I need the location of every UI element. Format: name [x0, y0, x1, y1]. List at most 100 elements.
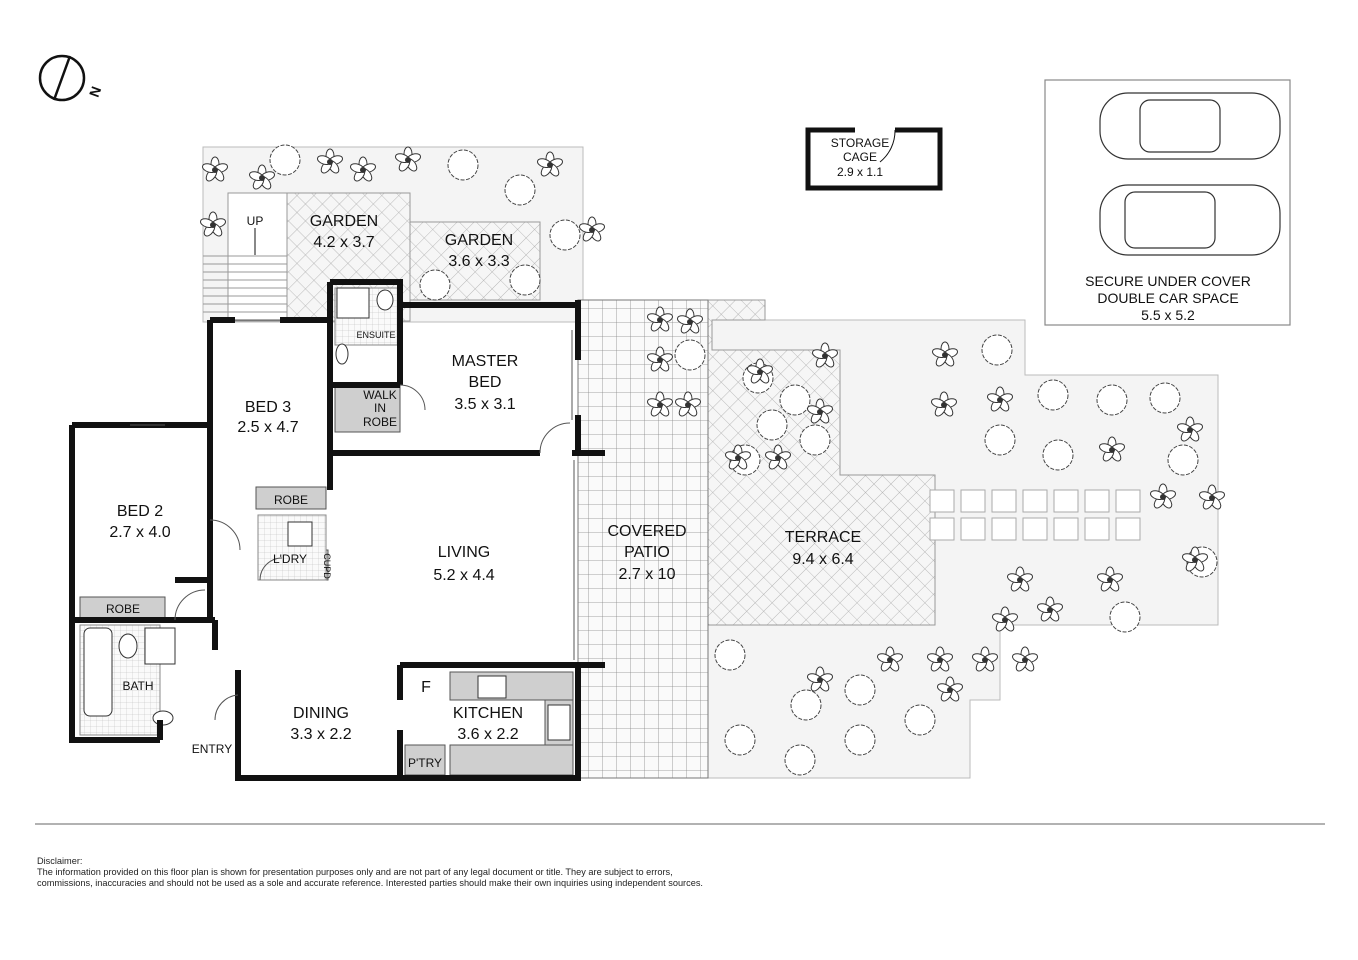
tree-icon — [714, 639, 746, 671]
car-space-size: 5.5 x 5.2 — [1141, 307, 1195, 323]
shrub-icon — [249, 164, 275, 190]
paver — [1022, 489, 1048, 513]
car-space-name-2: DOUBLE CAR SPACE — [1097, 290, 1238, 306]
living-size: 5.2 x 4.4 — [433, 567, 494, 584]
shrub-icon — [1097, 566, 1123, 592]
patio-size: 2.7 x 10 — [619, 566, 676, 583]
tree-icon — [790, 689, 822, 721]
tree-icon — [269, 144, 301, 176]
room-labels: UP GARDEN 4.2 x 3.7 GARDEN 3.6 x 3.3 STO… — [106, 136, 1251, 770]
shrub-icon — [317, 148, 343, 174]
shrub-icon — [725, 444, 751, 470]
shrub-icon — [807, 398, 833, 424]
doors-windows — [130, 319, 575, 721]
shrub-icon — [812, 342, 838, 368]
shrub-icon — [987, 386, 1013, 412]
pantry-label: P'TRY — [408, 756, 442, 770]
tree-icon — [1042, 439, 1074, 471]
paver — [1084, 489, 1110, 513]
shrub-icon — [1150, 483, 1176, 509]
paver — [960, 517, 986, 541]
tree-icon — [904, 704, 936, 736]
master-bed-name-2: BED — [469, 374, 502, 391]
shrub-icon — [931, 391, 957, 417]
shrub-icon — [1182, 546, 1208, 572]
bed-2-name: BED 2 — [117, 503, 163, 520]
shrub-icon — [1012, 646, 1038, 672]
paver — [960, 489, 986, 513]
shrub-icon — [932, 341, 958, 367]
shrub-icon — [675, 391, 701, 417]
tree-icon — [674, 339, 706, 371]
tree-icon — [509, 264, 541, 296]
shrub-icon — [972, 646, 998, 672]
plants — [200, 144, 1225, 776]
walk-in-robe-label-3: ROBE — [363, 415, 397, 429]
tree-icon — [447, 149, 479, 181]
paver — [991, 517, 1017, 541]
master-bed-size: 3.5 x 3.1 — [454, 396, 515, 413]
storage-cage — [805, 127, 943, 191]
paver — [1115, 517, 1141, 541]
terrace-name: TERRACE — [785, 529, 861, 546]
bed-3-name: BED 3 — [245, 399, 291, 416]
shrub-icon — [579, 216, 605, 242]
garden-1-name: GARDEN — [310, 213, 378, 230]
garden-2-size: 3.6 x 3.3 — [448, 253, 509, 270]
car-space — [1044, 79, 1291, 326]
shrub-icon — [350, 156, 376, 182]
patio-name: COVERED — [607, 523, 686, 540]
tree-icon — [779, 384, 811, 416]
robe-bed2-label: ROBE — [106, 602, 140, 616]
car-icon — [1099, 184, 1281, 256]
car-icon — [1099, 92, 1281, 160]
tree-icon — [419, 269, 451, 301]
tree-icon — [1096, 384, 1128, 416]
shrub-icon — [877, 646, 903, 672]
storage-name-2: CAGE — [843, 150, 877, 164]
walls — [69, 279, 605, 781]
shrub-icon — [765, 444, 791, 470]
paver — [1053, 517, 1079, 541]
shrub-icon — [647, 346, 673, 372]
kitchen-size: 3.6 x 2.2 — [457, 726, 518, 743]
dining-size: 3.3 x 2.2 — [290, 726, 351, 743]
paver — [1053, 489, 1079, 513]
tree-icon — [549, 219, 581, 251]
sanitary-fixtures — [83, 287, 571, 741]
disclaimer-line-2: commissions, inaccuracies and should not… — [37, 878, 703, 888]
shrub-icon — [1199, 484, 1225, 510]
tree-icon — [844, 724, 876, 756]
shrub-icon — [647, 391, 673, 417]
shrub-icon — [992, 606, 1018, 632]
paver — [1022, 517, 1048, 541]
shrub-icon — [395, 146, 421, 172]
disclaimer: Disclaimer: The information provided on … — [37, 856, 737, 889]
entry-label: ENTRY — [192, 742, 232, 756]
tree-icon — [799, 424, 831, 456]
tree-icon — [784, 744, 816, 776]
shrub-icon — [747, 358, 773, 384]
shrub-icon — [927, 646, 953, 672]
walk-in-robe-label: WALK — [363, 388, 397, 402]
bath-label: BATH — [122, 679, 153, 693]
terrace-pavers — [929, 489, 1141, 541]
tree-icon — [1167, 444, 1199, 476]
car-space-name: SECURE UNDER COVER — [1085, 273, 1251, 289]
paver — [929, 489, 955, 513]
patio-name-2: PATIO — [624, 544, 670, 561]
robe-bed3-label: ROBE — [274, 493, 308, 507]
dining-name: DINING — [293, 705, 349, 722]
tree-icon — [1149, 382, 1181, 414]
shrub-icon — [1099, 436, 1125, 462]
ensuite-label: ENSUITE — [356, 330, 395, 340]
bed-3-size: 2.5 x 4.7 — [237, 419, 298, 436]
shrub-icon — [1037, 596, 1063, 622]
disclaimer-title: Disclaimer: — [37, 856, 83, 866]
shrub-icon — [202, 156, 228, 182]
tree-icon — [984, 424, 1016, 456]
north-compass-icon: N — [38, 54, 104, 102]
garden-1-size: 4.2 x 3.7 — [313, 234, 374, 251]
tree-icon — [1109, 601, 1141, 633]
